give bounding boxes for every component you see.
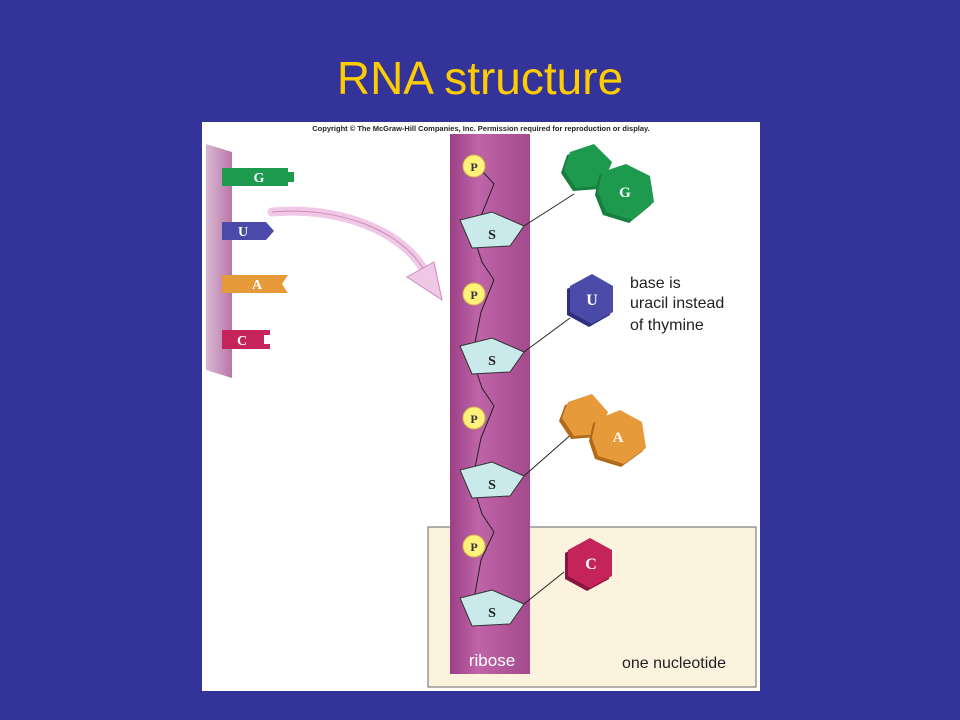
sugar-pentagon — [459, 211, 525, 249]
phosphate-letter: P — [470, 288, 477, 302]
mini-tab-letter: G — [254, 171, 265, 186]
phosphate-circle — [462, 534, 486, 558]
mini-tab-letter: C — [237, 334, 247, 349]
nucleotide-1: P S — [459, 154, 575, 249]
phosphate-letter: P — [470, 160, 477, 174]
sugar-letter: S — [488, 478, 496, 493]
sugar-letter: S — [488, 354, 496, 369]
slide-title: RNA structure — [336, 52, 624, 104]
mini-tab-c: C — [222, 330, 270, 349]
sugar-letter: S — [488, 228, 496, 243]
rna-diagram: Copyright © The McGraw-Hill Companies, I… — [206, 124, 757, 688]
sugar-pentagon — [459, 589, 525, 627]
nucleotide-4: P S — [459, 534, 565, 627]
base-letter: U — [586, 292, 598, 309]
mini-tab-u: U — [222, 222, 274, 240]
base-letter: G — [619, 185, 631, 201]
phosphate-circle — [462, 154, 486, 178]
mini-tab-letter: A — [252, 278, 263, 293]
base-note: base is uracil instead of thymine — [630, 275, 724, 334]
base-c: C — [565, 538, 612, 591]
sugar-letter: S — [488, 606, 496, 621]
nucleotide-2: P S — [459, 282, 571, 375]
base-note-line: of thymine — [630, 317, 704, 334]
base-letter: A — [613, 430, 624, 446]
mini-strand: G U A C — [206, 144, 294, 378]
base-g: G — [561, 144, 654, 223]
phosphate-letter: P — [470, 412, 477, 426]
mini-tab-a: A — [222, 275, 288, 293]
phosphate-circle — [462, 282, 486, 306]
mini-tab-g: G — [222, 168, 294, 186]
base-letter: C — [585, 556, 597, 573]
mini-tab-letter: U — [238, 225, 248, 240]
ribose-label: ribose — [469, 651, 515, 670]
copyright-notice: Copyright © The McGraw-Hill Companies, I… — [312, 124, 650, 133]
phosphate-letter: P — [470, 540, 477, 554]
base-note-line: base is — [630, 275, 681, 292]
phosphate-circle — [462, 406, 486, 430]
rna-figure: Copyright © The McGraw-Hill Companies, I… — [202, 122, 760, 691]
nucleotide-label: one nucleotide — [622, 655, 726, 672]
base-note-line: uracil instead — [630, 295, 724, 312]
mini-strand-backbone — [206, 144, 232, 378]
sugar-pentagon — [459, 461, 525, 499]
zoom-arrow — [267, 206, 443, 302]
sugar-pentagon — [459, 337, 525, 375]
base-u: U — [567, 274, 613, 327]
base-a: A — [559, 394, 646, 467]
nucleotide-3: P S — [459, 406, 575, 499]
